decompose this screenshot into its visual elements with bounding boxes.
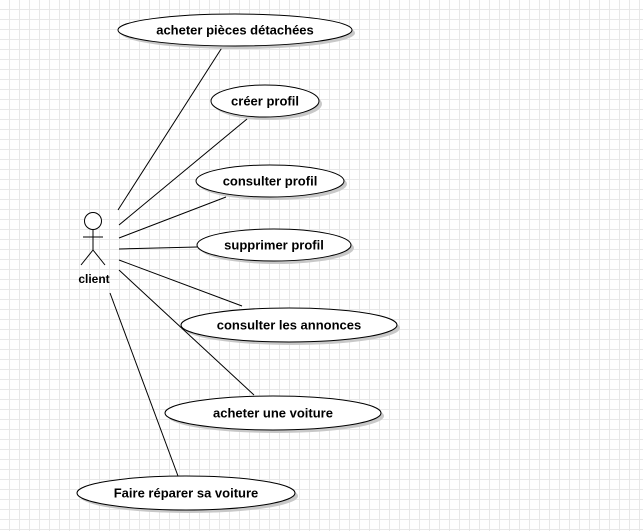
usecase-ellipse — [164, 395, 382, 431]
usecase-ellipse — [195, 164, 345, 198]
usecase-label: supprimer profil — [224, 238, 324, 253]
usecase-label: consulter profil — [223, 174, 318, 189]
usecase-consulter-profil[interactable]: consulter profil — [195, 164, 347, 200]
usecase-acheter-voiture[interactable]: acheter une voiture — [164, 395, 384, 433]
association-creer-profil[interactable] — [118, 118, 248, 226]
usecase-ellipse — [76, 475, 296, 511]
usecase-ellipse — [196, 228, 352, 262]
stick-figure-icon — [80, 212, 106, 266]
usecase-label: acheter une voiture — [213, 406, 333, 421]
association-faire-reparer[interactable] — [109, 292, 179, 477]
usecase-ellipse — [117, 13, 353, 47]
usecase-label: Faire réparer sa voiture — [114, 486, 259, 501]
usecase-creer-profil[interactable]: créer profil — [210, 84, 322, 120]
association-consulter-profil[interactable] — [118, 196, 227, 239]
usecase-label: créer profil — [231, 94, 299, 109]
usecase-consulter-annonces[interactable]: consulter les annonces — [180, 307, 400, 345]
usecase-supprimer-profil[interactable]: supprimer profil — [196, 228, 354, 264]
usecase-label: consulter les annonces — [217, 318, 362, 333]
association-consulter-annonces[interactable] — [118, 259, 243, 307]
usecase-faire-reparer[interactable]: Faire réparer sa voiture — [76, 475, 298, 513]
actor-client[interactable]: client — [78, 212, 110, 287]
actor-label: client — [78, 272, 109, 286]
usecase-ellipse — [180, 307, 398, 343]
association-acheter-pieces[interactable] — [117, 45, 224, 211]
association-acheter-voiture[interactable] — [118, 269, 255, 396]
associations — [109, 45, 255, 477]
usecase-label: acheter pièces détachées — [156, 23, 314, 38]
association-supprimer-profil[interactable] — [118, 246, 198, 250]
usecase-acheter-pieces[interactable]: acheter pièces détachées — [117, 13, 355, 49]
usecase-ellipse — [210, 84, 320, 118]
